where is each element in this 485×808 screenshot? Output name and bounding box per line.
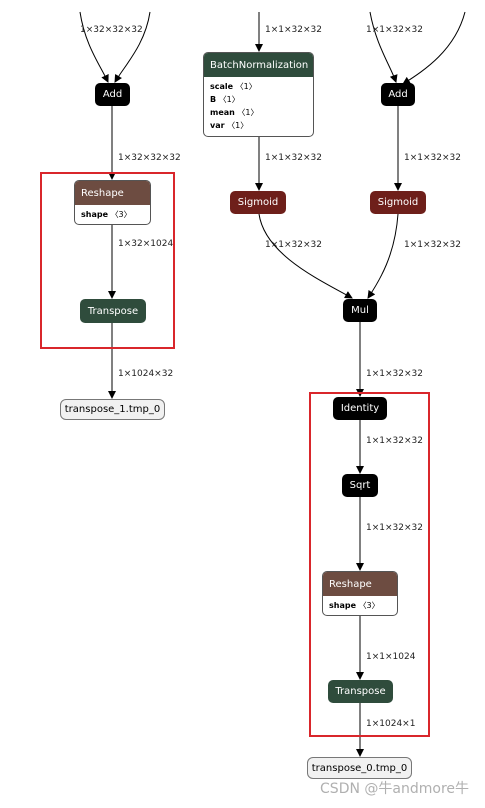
reshape-attr: shape 〈3〉	[323, 596, 397, 612]
batchnorm-attr-mean: mean 〈1〉	[204, 106, 313, 119]
attr-value: 〈1〉	[227, 121, 249, 130]
attr-name: shape	[329, 601, 357, 610]
mul-node[interactable]: Mul	[343, 299, 377, 322]
edge-label: 1×1×32×32	[366, 523, 423, 533]
identity-node[interactable]: Identity	[333, 397, 387, 420]
edge-label: 1×1×32×32	[366, 25, 423, 35]
edge-label: 1×1024×32	[118, 369, 174, 379]
attr-value: 〈1〉	[237, 108, 259, 117]
attr-name: scale	[210, 82, 234, 91]
highlight-box-right	[309, 392, 430, 737]
edge-label: 1×1×32×32	[366, 436, 423, 446]
sigmoid-node-left[interactable]: Sigmoid	[230, 191, 286, 214]
edge-label: 1×1×32×32	[265, 25, 322, 35]
attr-value: 〈1〉	[218, 95, 240, 104]
edge-label: 1×1×1024	[366, 652, 416, 662]
attr-name: B	[210, 95, 217, 104]
edge-sigmoid-right-mul	[367, 213, 399, 299]
attr-value: 〈1〉	[235, 82, 257, 91]
edge-label: 1×1×32×32	[404, 240, 461, 250]
batchnorm-attr-var: var 〈1〉	[204, 119, 313, 132]
edge-label: 1×32×1024	[118, 239, 174, 249]
edge-label: 1×1×32×32	[366, 369, 423, 379]
attr-value: 〈3〉	[358, 601, 380, 610]
output-node-right[interactable]: transpose_0.tmp_0	[307, 757, 412, 779]
edge-label: 1×32×32×32	[118, 153, 181, 163]
batchnorm-attrs: scale 〈1〉 B 〈1〉 mean 〈1〉 var 〈1〉	[204, 77, 313, 132]
edge-sigmoid-left-mul	[258, 213, 353, 299]
batchnorm-attr-b: B 〈1〉	[204, 93, 313, 106]
batchnorm-attr-scale: scale 〈1〉	[204, 80, 313, 93]
edge-label: 1×32×32×32	[80, 25, 143, 35]
output-node-left[interactable]: transpose_1.tmp_0	[60, 399, 165, 420]
edge-in-add-right-b	[402, 11, 466, 85]
reshape-node-right[interactable]: Reshape shape 〈3〉	[322, 571, 398, 616]
sigmoid-node-right[interactable]: Sigmoid	[370, 191, 426, 214]
attr-value: 〈3〉	[110, 210, 132, 219]
batchnorm-title: BatchNormalization	[204, 53, 313, 77]
transpose-node-right[interactable]: Transpose	[328, 680, 393, 703]
edge-in-add-right-a	[369, 11, 398, 83]
edge-label: 1×1×32×32	[265, 240, 322, 250]
edge-in-add-left-a	[79, 11, 109, 83]
attr-name: mean	[210, 108, 235, 117]
watermark: CSDN @牛andmore牛	[320, 781, 469, 797]
reshape-title: Reshape	[75, 181, 150, 205]
edge-label: 1×1×32×32	[404, 153, 461, 163]
transpose-node-left[interactable]: Transpose	[80, 299, 146, 323]
add-node-left[interactable]: Add	[95, 83, 130, 106]
reshape-title: Reshape	[323, 572, 397, 596]
reshape-node-left[interactable]: Reshape shape 〈3〉	[74, 180, 151, 225]
batchnorm-node[interactable]: BatchNormalization scale 〈1〉 B 〈1〉 mean …	[203, 52, 314, 137]
add-node-right[interactable]: Add	[381, 83, 415, 106]
edge-label: 1×1024×1	[366, 719, 416, 729]
attr-name: var	[210, 121, 225, 130]
edge-in-add-left-b	[114, 11, 151, 83]
attr-name: shape	[81, 210, 109, 219]
edge-label: 1×1×32×32	[265, 153, 322, 163]
sqrt-node[interactable]: Sqrt	[342, 474, 378, 497]
reshape-attr: shape 〈3〉	[75, 205, 150, 221]
highlight-box-left	[40, 172, 175, 349]
